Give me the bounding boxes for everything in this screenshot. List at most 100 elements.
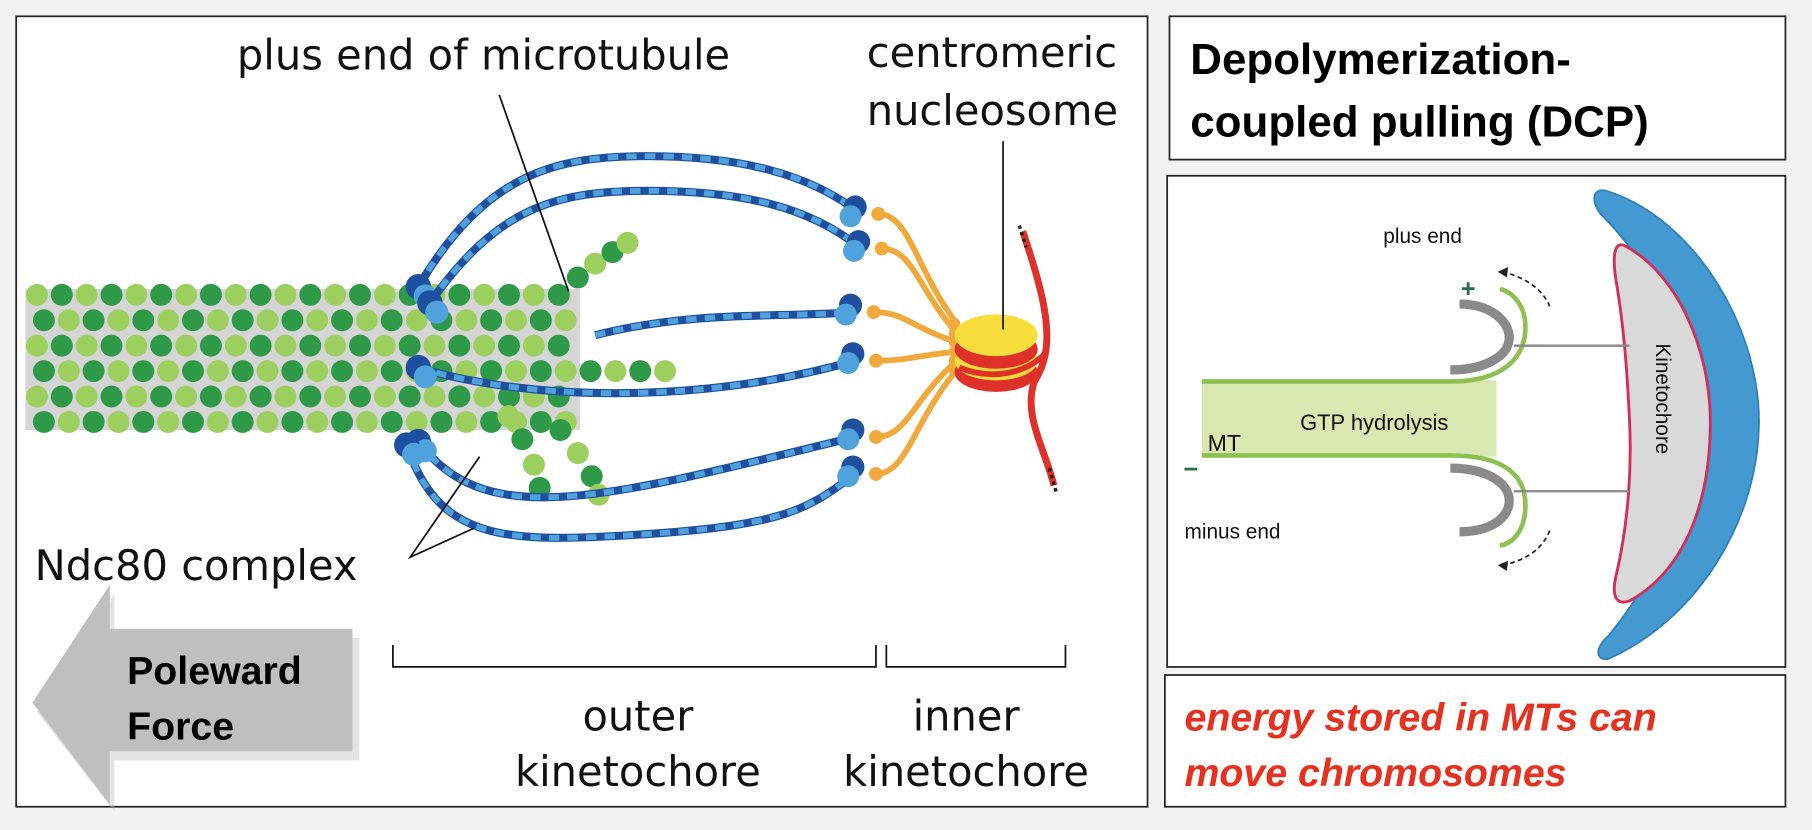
tubulin-subunit — [498, 334, 521, 357]
tubulin-subunit — [249, 334, 272, 357]
minus-sign: − — [1183, 455, 1198, 483]
tubulin-subunit — [348, 385, 371, 408]
ndc80-strand-twist — [416, 434, 856, 501]
title-box: Depolymerization- coupled pulling (DCP) — [1168, 15, 1787, 161]
dna-strand — [1019, 230, 1058, 487]
dna-continuation — [1017, 224, 1058, 493]
tubulin-subunit — [57, 309, 80, 332]
dcp-diagram-panel: Kinetochore plus end + − MT GTP hydrolys… — [1166, 174, 1787, 668]
linker-end — [866, 305, 881, 320]
tubulin-subunit — [580, 465, 603, 488]
tubulin-subunit — [448, 334, 471, 357]
tubulin-subunit — [511, 428, 534, 451]
tubulin-subunit — [82, 410, 105, 433]
label-nucleosome: nucleosome — [867, 86, 1118, 135]
tubulin-subunit — [299, 385, 322, 408]
linker — [873, 309, 958, 345]
ndc80-tail — [834, 303, 857, 326]
ndc80-tail — [837, 352, 860, 374]
tubulin-subunit — [132, 309, 155, 332]
arrow-label-2: Force — [127, 705, 234, 749]
tubulin-subunit — [348, 334, 371, 357]
tubulin-subunit — [373, 385, 396, 408]
ndc80-head — [413, 365, 437, 389]
tubulin-subunit — [75, 283, 98, 306]
tubulin-subunit — [150, 385, 173, 408]
tubulin-subunit — [57, 360, 80, 383]
tubulin-subunit — [107, 360, 130, 383]
conclusion-box: energy stored in MTs can move chromosome… — [1163, 674, 1787, 808]
tubulin-subunit — [522, 334, 545, 357]
conclusion-line-2: move chromosomes — [1185, 751, 1567, 795]
tubulin-subunit — [498, 283, 521, 306]
label-ndc80: Ndc80 complex — [35, 541, 358, 590]
conclusion-line-1: energy stored in MTs can — [1185, 695, 1657, 739]
tubulin-subunit — [224, 385, 247, 408]
tubulin-subunit — [423, 334, 446, 357]
tubulin-subunit — [373, 283, 396, 306]
tubulin-subunit — [299, 283, 322, 306]
ndc80-strand — [426, 186, 864, 306]
tubulin-subunit — [274, 334, 297, 357]
kinetochore-structure-panel: plus end of microtubule centromeric nucl… — [15, 15, 1149, 812]
ndc80-strand-twist — [415, 153, 863, 289]
ndc80-tail — [837, 428, 860, 451]
tubulin-subunit — [629, 360, 652, 383]
linker — [875, 368, 960, 477]
tubulin-subunit — [107, 309, 130, 332]
ndc80-strand-twist — [404, 444, 857, 541]
tubulin-subunit — [57, 410, 80, 433]
tubulin-subunit — [125, 283, 148, 306]
tubulin-subunit — [331, 410, 354, 433]
label-plus-end: plus end of microtubule — [237, 30, 730, 79]
tubulin-subunit — [256, 410, 279, 433]
tubulin-subunit — [566, 442, 589, 465]
ndc80-head — [402, 442, 426, 466]
ndc80-head — [425, 300, 449, 324]
tubulin-subunit — [405, 309, 428, 332]
tubulin-subunit — [100, 385, 123, 408]
tubulin-subunit — [497, 405, 520, 428]
plus-sign: + — [1461, 275, 1476, 303]
label-centromeric: centromeric — [867, 28, 1117, 77]
tubulin-subunit — [455, 410, 478, 433]
tubulin-subunit — [455, 309, 478, 332]
linker-end — [869, 467, 883, 481]
linker-end — [869, 430, 883, 444]
microtubule-body — [1201, 380, 1497, 457]
gtp-label: GTP hydrolysis — [1300, 410, 1448, 435]
tubulin-subunit — [231, 309, 254, 332]
tubulin-subunit — [604, 360, 627, 383]
tubulin-subunit — [182, 410, 204, 433]
lattice-core — [25, 289, 581, 431]
tubulin-subunit — [32, 309, 55, 332]
ndc80-tail — [839, 205, 862, 228]
tubulin-subunit — [480, 360, 503, 383]
tubulin-subunit — [430, 410, 453, 433]
plus-end-label: plus end — [1383, 225, 1462, 248]
tubulin-subunit — [125, 334, 148, 357]
tubulin-subunit — [50, 334, 73, 357]
tubulin-subunit — [26, 385, 48, 408]
linker-end — [871, 206, 886, 221]
kinetochore-inner — [1612, 243, 1712, 604]
tubulin-subunit — [26, 283, 48, 306]
poleward-force-arrow: Poleward Force — [32, 584, 360, 812]
tubulin-subunit — [150, 283, 173, 306]
tubulin-subunit — [182, 309, 204, 332]
tubulin-subunit — [566, 266, 589, 289]
tubulin-subunit — [373, 334, 396, 357]
tubulin-subunit — [579, 360, 602, 383]
tubulin-subunit — [199, 283, 222, 306]
tubulin-subunit — [398, 385, 421, 408]
tubulin-subunit — [249, 385, 272, 408]
tubulin-subunit — [529, 410, 552, 433]
tubulin-subunit — [529, 360, 552, 383]
tubulin-subunit — [473, 334, 496, 357]
tubulin-subunit — [75, 385, 98, 408]
tubulin-subunit — [50, 385, 73, 408]
linker-end — [869, 353, 883, 368]
tubulin-subunit — [182, 360, 204, 383]
tubulin-subunit — [355, 360, 378, 383]
